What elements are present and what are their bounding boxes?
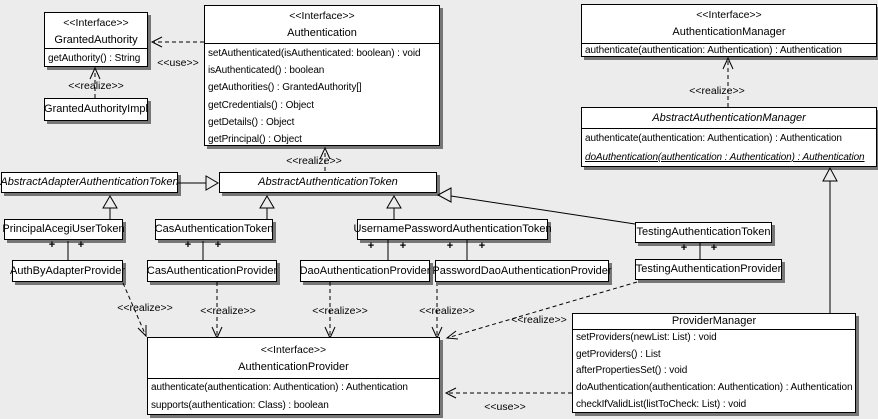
class-name: ProviderManager: [671, 315, 757, 327]
arrowhead: [150, 36, 163, 48]
class-cas-authentication-provider: CasAuthenticationProvider: [147, 260, 277, 282]
edge-label-use: <<use>>: [157, 57, 199, 69]
arrowhead: [89, 66, 101, 80]
generalization-edge-cas-token: [259, 195, 275, 219]
arrowhead: [137, 325, 147, 338]
class-auth-by-adapter-provider: AuthByAdapterProvider: [10, 260, 125, 282]
class-cas-authentication-token: CasAuthenticationToken: [155, 219, 273, 240]
class-name: UsernamePasswordAuthenticationToken: [353, 223, 552, 235]
class-method: isAuthenticated() : boolean: [208, 65, 325, 77]
class-name: AuthenticationProvider: [238, 361, 349, 373]
edge-label-realize: <<realize>>: [312, 305, 368, 317]
class-name: AbstractAuthenticationToken: [258, 176, 398, 188]
class-testing-authentication-token: TestingAuthenticationToken: [635, 222, 772, 243]
association-plus-label: +: [367, 240, 375, 252]
class-stereotype: <<Interface>>: [696, 9, 762, 21]
class-method: getCredentials() : Object: [208, 99, 314, 111]
class-granted-authority-impl: GrantedAuthorityImpl: [44, 98, 148, 121]
arrowhead: [722, 56, 734, 70]
class-method: doAuthentication(authentication: Authent…: [576, 382, 853, 394]
class-name: CasAuthenticationToken: [154, 223, 274, 235]
generalization-edge-provider-manager: [822, 166, 838, 313]
class-abstract-adapter-authentication-token: AbstractAdapterAuthenticationToken: [0, 172, 179, 193]
class-granted-authority: <<Interface>> GrantedAuthority getAuthor…: [44, 12, 148, 67]
arrowhead: [445, 330, 459, 340]
association-plus-label: +: [710, 242, 718, 254]
edge-label-use: <<use>>: [484, 401, 526, 413]
class-name: AbstractAuthenticationManager: [652, 112, 806, 124]
class-authentication: <<Interface>> Authentication setAuthenti…: [204, 5, 440, 146]
class-testing-authentication-provider: TestingAuthenticationProvider: [635, 259, 782, 280]
edge-label-realize: <<realize>>: [68, 80, 124, 92]
class-abstract-authentication-token: AbstractAuthenticationToken: [219, 172, 437, 193]
edge-label-realize: <<realize>>: [419, 305, 475, 317]
edge-label-realize: <<realize>>: [117, 302, 173, 314]
arrowhead: [444, 387, 457, 399]
generalization-edge-testing-token: [436, 187, 636, 225]
class-name: AuthByAdapterProvider: [10, 264, 125, 277]
class-method: setProviders(newList: List) : void: [576, 332, 717, 343]
class-stereotype: <<Interface>>: [289, 10, 355, 22]
association-plus-label: +: [680, 242, 688, 254]
realize-edge-testingprovider: [446, 281, 638, 339]
arrowhead: [319, 146, 331, 160]
class-method-abstract: doAuthentication(authentication : Authen…: [585, 152, 865, 163]
class-dao-authentication-provider: DaoAuthenticationProvider: [300, 260, 430, 282]
class-method: getProviders() : List: [576, 348, 661, 360]
class-name: DaoAuthenticationProvider: [299, 264, 431, 277]
class-password-dao-authentication-provider: PasswordDaoAuthenticationProvider: [432, 260, 612, 282]
class-name: PasswordDaoAuthenticationProvider: [432, 264, 612, 277]
class-abstract-authentication-manager: AbstractAuthenticationManager authentica…: [581, 107, 877, 167]
class-provider-manager: ProviderManager setProviders(newList: Li…: [572, 313, 856, 413]
class-method: getAuthorities() : GrantedAuthority[]: [208, 82, 362, 94]
class-stereotype: <<Interface>>: [63, 17, 129, 29]
edge-label-realize: <<realize>>: [511, 314, 567, 326]
class-name: GrantedAuthorityImpl: [44, 103, 148, 115]
association-plus-label: +: [214, 239, 222, 251]
association-plus-label: +: [446, 240, 454, 252]
class-method: checkIfValidList(listToCheck: List) : vo…: [576, 398, 747, 410]
association-plus-label: +: [77, 239, 85, 251]
class-authentication-provider: <<Interface>> AuthenticationProvider aut…: [147, 337, 440, 415]
class-method: authenticate(authentication: Authenticat…: [585, 45, 842, 56]
class-principal-acegi-user-token: PrincipalAcegiUserToken: [2, 219, 125, 240]
class-username-password-authentication-token: UsernamePasswordAuthenticationToken: [353, 219, 552, 240]
edge-label-realize: <<realize>>: [200, 305, 256, 317]
class-authentication-manager: <<Interface>> AuthenticationManager auth…: [581, 4, 877, 57]
class-method: getDetails() : Object: [208, 116, 295, 128]
class-method: authenticate(authentication: Authenticat…: [585, 133, 842, 144]
edge-label-realize: <<realize>>: [689, 85, 745, 97]
association-plus-label: +: [399, 240, 407, 252]
class-method: setAuthenticated(isAuthenticated: boolea…: [208, 48, 421, 59]
class-method: getPrincipal() : Object: [208, 134, 302, 146]
generalization-edge-principal-token: [102, 195, 118, 219]
realize-edge-authbyadapter: [122, 282, 147, 337]
class-method: supports(authentication: Class) : boolea…: [151, 400, 329, 412]
class-name: TestingAuthenticationToken: [636, 226, 771, 238]
generalization-edge-adapter-token: [178, 175, 219, 191]
class-name: TestingAuthenticationProvider: [635, 263, 782, 275]
class-name: GrantedAuthority: [54, 34, 138, 46]
class-name: AuthenticationManager: [672, 26, 786, 38]
class-name: AbstractAdapterAuthenticationToken: [0, 176, 179, 188]
class-method: getAuthority() : String: [48, 53, 141, 64]
association-plus-label: +: [48, 239, 56, 251]
class-method: authenticate(authentication: Authenticat…: [151, 382, 408, 393]
class-method: afterPropertiesSet() : void: [576, 365, 688, 377]
association-plus-label: +: [478, 240, 486, 252]
association-plus-label: +: [184, 239, 192, 251]
class-name: CasAuthenticationProvider: [146, 264, 278, 277]
class-stereotype: <<Interface>>: [260, 344, 327, 356]
generalization-edge-username-token: [386, 195, 402, 219]
edge-label-realize: <<realize>>: [286, 155, 342, 167]
class-name: PrincipalAcegiUserToken: [2, 223, 125, 235]
class-name: Authentication: [287, 27, 357, 39]
